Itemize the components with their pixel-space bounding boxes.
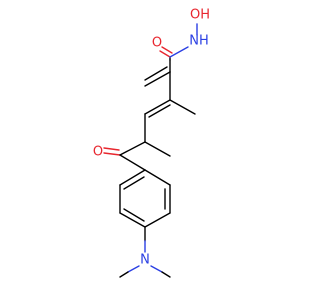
- molecule-drawing: O NH OH O N: [93, 8, 210, 278]
- structure-canvas: O NH OH O N: [92, 7, 211, 278]
- n-methyl-bond: [119, 271, 129, 278]
- ketone-double-bond: [103, 147, 120, 151]
- ring-bond-inner: [123, 176, 145, 190]
- benzene-ring: [119, 169, 171, 228]
- ring-bond-inner: [123, 208, 145, 222]
- amide-nh-label: NH: [189, 34, 209, 49]
- alkene-double-bond: [144, 71, 171, 87]
- alkene-double-bond: [144, 99, 171, 115]
- ring-bond: [119, 212, 146, 228]
- ring-bond: [144, 169, 171, 186]
- hydroxyl-label: OH: [190, 8, 210, 23]
- amide-cn-bond: [169, 46, 189, 58]
- ketone-oxygen-label: O: [93, 145, 103, 160]
- ketone-to-ch-bond: [119, 141, 146, 156]
- n-methyl-bond: [150, 265, 163, 273]
- ring-to-ketone-bond: [119, 154, 146, 171]
- alkene-double-bond: [144, 66, 168, 81]
- methyl-bond: [144, 141, 171, 157]
- n-methyl-bond: [161, 271, 171, 278]
- nitrogen-atom-label: N: [140, 253, 150, 268]
- ketone-double-bond: [103, 152, 121, 156]
- amide-double-bond: [161, 46, 173, 54]
- amide-double-bond: [159, 50, 171, 58]
- alkene-double-bond: [148, 104, 171, 118]
- n-methyl-bond: [127, 265, 140, 273]
- methyl-bond: [169, 99, 196, 115]
- oxygen-atom-label: O: [152, 36, 162, 51]
- ring-bond: [119, 169, 146, 186]
- ring-bond: [144, 212, 171, 228]
